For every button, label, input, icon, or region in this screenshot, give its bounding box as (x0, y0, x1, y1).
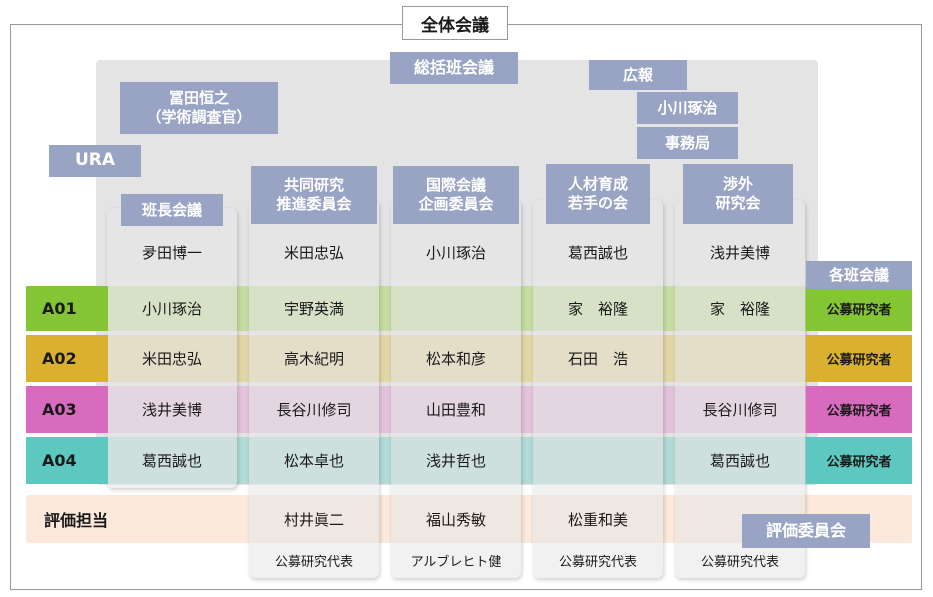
zentai-kaigi-title: 全体会議 (402, 6, 508, 40)
advisor-label: 冨田恒之 （学術調査官） (120, 82, 278, 134)
kobo-a02: 公募研究者 (806, 335, 912, 382)
row-label-a02: A02 (26, 335, 108, 382)
header-shogai: 渉外 研究会 (683, 164, 793, 224)
leader-jinzai: 葛西誠也 (567, 243, 628, 262)
a01-hancho: 小川琢治 (141, 300, 202, 318)
a03-shogai: 長谷川修司 (702, 401, 778, 419)
header-hancho: 班長会議 (121, 194, 223, 226)
kobo-a04: 公募研究者 (806, 437, 912, 484)
rep-shogai: 公募研究代表 (700, 554, 779, 570)
a04-kokusai: 浅井哲也 (425, 452, 486, 470)
a04-hancho: 葛西誠也 (141, 452, 202, 470)
a03-kyodo: 長谷川修司 (276, 401, 352, 419)
a01-jinzai: 家 裕隆 (567, 300, 628, 318)
leader-kokusai: 小川琢治 (425, 243, 486, 262)
leader-hancho: 夛田博一 (141, 243, 202, 262)
evaluator-kyodo: 村井眞二 (283, 510, 344, 529)
rep-kokusai: アルブレヒト健 (410, 554, 502, 570)
leader-kyodo: 米田忠弘 (283, 243, 344, 262)
row-label-a01: A01 (26, 286, 108, 331)
hyoka-committee-label: 評価委員会 (742, 514, 870, 548)
a01-shogai: 家 裕隆 (709, 300, 770, 318)
a04-shogai: 葛西誠也 (709, 452, 770, 470)
a04-jinzai (533, 437, 663, 484)
jimukyoku-label: 事務局 (637, 127, 738, 159)
column-kokusai (391, 200, 521, 578)
evaluator-kokusai: 福山秀敏 (425, 510, 486, 529)
column-kyodo (249, 200, 379, 578)
a01-kokusai (391, 286, 521, 331)
evaluator-jinzai: 松重和美 (567, 510, 628, 529)
row-label-a04: A04 (26, 437, 108, 484)
a02-jinzai: 石田 浩 (567, 350, 628, 368)
a03-hancho: 浅井美博 (141, 401, 202, 419)
a02-kokusai: 松本和彦 (425, 350, 486, 368)
kobo-a01: 公募研究者 (806, 286, 912, 331)
column-hancho (107, 208, 237, 488)
header-kyodo: 共同研究 推進委員会 (251, 166, 377, 224)
koho-label: 広報 (589, 60, 687, 90)
a03-kokusai: 山田豊和 (425, 401, 486, 419)
header-kokusai: 国際会議 企画委員会 (393, 166, 519, 224)
header-jinzai: 人材育成 若手の会 (546, 164, 650, 224)
rep-kyodo: 公募研究代表 (274, 554, 353, 570)
a04-kyodo: 松本卓也 (283, 452, 344, 470)
kobo-a03: 公募研究者 (806, 386, 912, 433)
column-jinzai (533, 200, 663, 578)
a02-shogai (675, 335, 805, 382)
a01-kyodo: 宇野英満 (283, 300, 344, 318)
koho-person-label: 小川琢治 (637, 92, 738, 124)
rep-jinzai: 公募研究代表 (558, 554, 637, 570)
ura-label: URA (49, 145, 141, 177)
row-label-a03: A03 (26, 386, 108, 433)
a02-kyodo: 高木紀明 (283, 350, 344, 368)
a03-jinzai (533, 386, 663, 433)
sokatsu-label: 総括班会議 (390, 52, 518, 84)
kakuhan-label: 各班会議 (806, 261, 912, 289)
leader-shogai: 浅井美博 (709, 243, 770, 262)
a02-hancho: 米田忠弘 (141, 350, 202, 368)
hyoka-label: 評価担当 (44, 511, 109, 530)
